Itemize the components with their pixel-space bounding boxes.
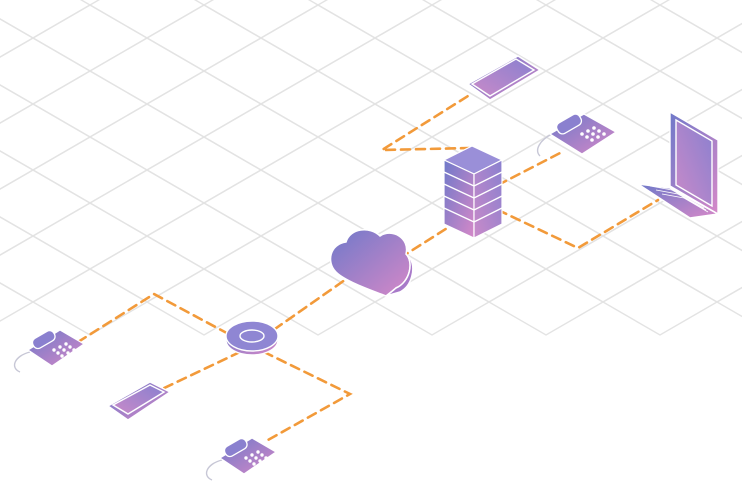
desk-phone-icon — [536, 113, 618, 157]
grid-cell — [31, 136, 149, 204]
grid-cell — [373, 4, 491, 72]
connection-lines — [76, 94, 660, 442]
grid-cell — [31, 70, 149, 138]
grid-cell — [487, 4, 605, 72]
smartphone-icon — [466, 55, 542, 101]
grid-cell — [316, 169, 434, 237]
connection-router-smartphone-bottom — [158, 350, 242, 392]
grid-cell — [31, 268, 149, 336]
grid-cell — [658, 0, 742, 39]
connection-router-desk-phone-left — [76, 292, 238, 344]
grid-cell — [259, 136, 377, 204]
grid-cell — [601, 4, 719, 72]
grid-cell — [316, 103, 434, 171]
grid-cell — [0, 169, 92, 237]
grid-cell — [373, 70, 491, 138]
grid-cell — [202, 235, 320, 303]
grid-cell — [544, 0, 662, 39]
grid-cell — [31, 202, 149, 270]
grid-cell — [31, 4, 149, 72]
grid-cell — [0, 0, 92, 39]
wifi-router-icon — [225, 298, 279, 356]
grid-cell — [601, 70, 719, 138]
grid-cell — [0, 84, 35, 124]
grid-cell — [0, 37, 92, 105]
grid-cell — [259, 4, 377, 72]
grid-cell — [544, 235, 662, 303]
connection-router-desk-phone-bottom — [262, 350, 353, 442]
grid-cell — [145, 136, 263, 204]
grid-cell — [0, 150, 35, 190]
grid-cell — [202, 37, 320, 105]
grid-cell — [715, 22, 742, 54]
grid-cell — [88, 235, 206, 303]
grid-cell — [487, 268, 605, 336]
grid-cell — [145, 4, 263, 72]
cloud-icon — [329, 229, 414, 297]
grid-cell — [88, 0, 206, 39]
grid-cell — [0, 282, 35, 322]
grid-cell — [0, 216, 35, 256]
desk-phone-icon — [13, 329, 86, 373]
isometric-grid — [0, 0, 742, 336]
grid-cell — [88, 169, 206, 237]
grid-cell — [715, 286, 742, 318]
connection-server-desk-phone-top — [496, 150, 564, 187]
grid-cell — [316, 37, 434, 105]
grid-cell — [145, 202, 263, 270]
connection-cloud-server — [398, 223, 454, 260]
grid-cell — [202, 169, 320, 237]
grid-cell — [715, 220, 742, 252]
grid-cell — [0, 18, 35, 58]
grid-cell — [259, 268, 377, 336]
smartphone-icon — [106, 381, 172, 421]
connection-server-smartphone-top — [377, 94, 472, 152]
grid-cell — [601, 268, 719, 336]
grid-cell — [202, 103, 320, 171]
connection-server-laptop — [496, 198, 660, 250]
grid-cell — [316, 0, 434, 39]
grid-cell — [202, 0, 320, 39]
grid-cell — [259, 70, 377, 138]
server-rack-icon — [442, 145, 504, 239]
grid-cell — [145, 70, 263, 138]
grid-cell — [430, 0, 548, 39]
laptop-icon — [637, 110, 721, 219]
grid-cell — [88, 37, 206, 105]
grid-cell — [0, 235, 92, 303]
grid-cell — [544, 37, 662, 105]
grid-cell — [715, 88, 742, 120]
grid-cell — [88, 103, 206, 171]
grid-cell — [430, 235, 548, 303]
connection-router-cloud — [260, 273, 354, 340]
grid-cell — [0, 103, 92, 171]
grid-cell — [145, 268, 263, 336]
grid-cell — [715, 154, 742, 186]
desk-phone-icon — [205, 437, 278, 481]
grid-cell — [544, 169, 662, 237]
